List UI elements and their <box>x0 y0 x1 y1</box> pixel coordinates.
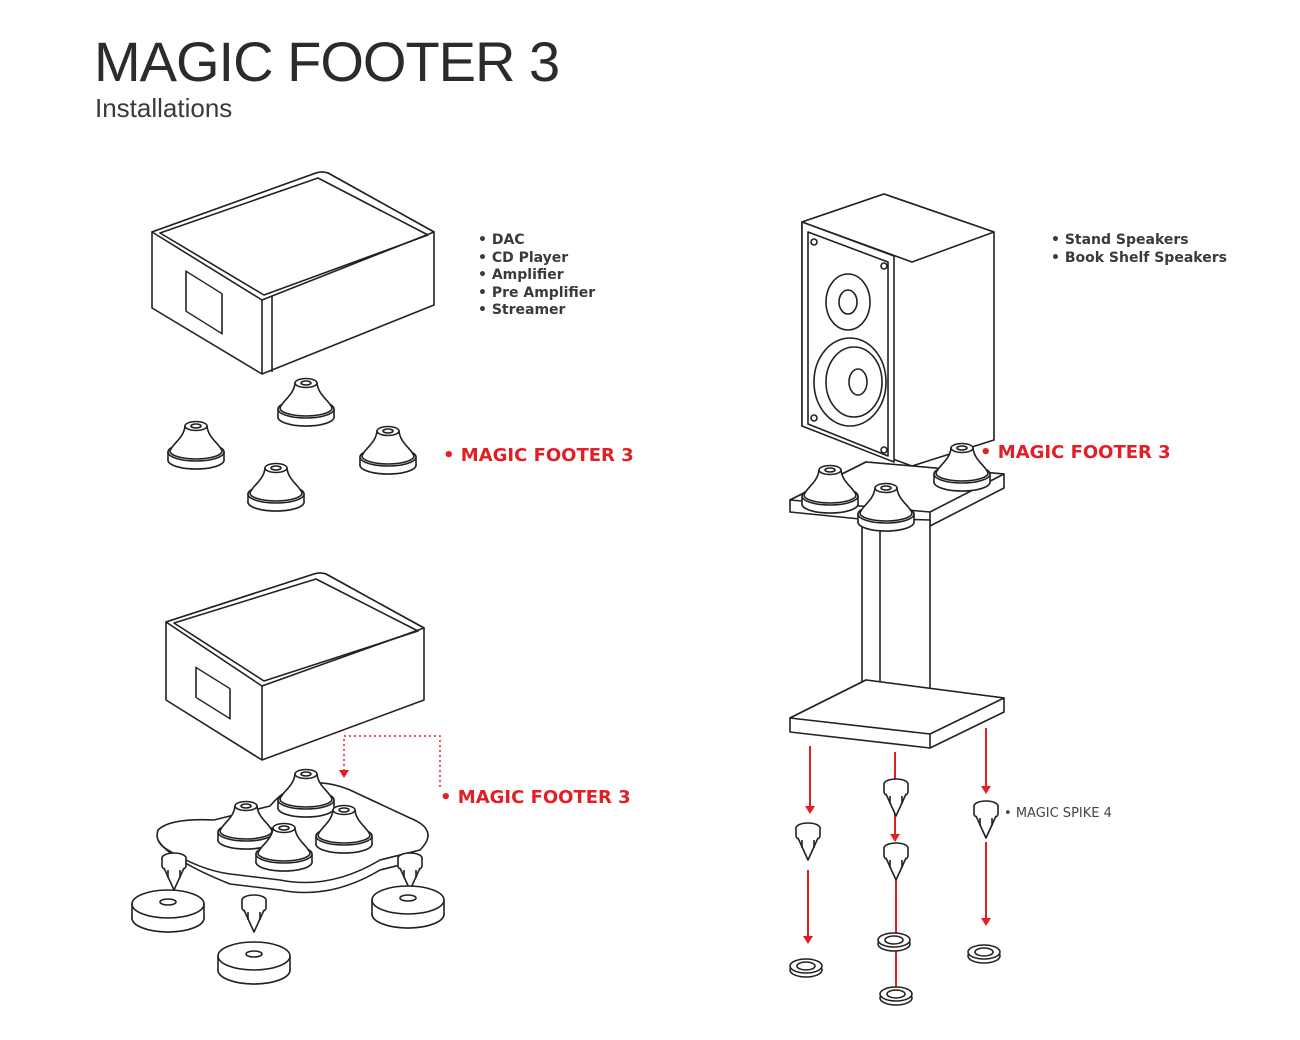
magic-footer-label-bottom: MAGIC FOOTER 3 <box>440 787 631 808</box>
platform-footer-2 <box>277 768 335 818</box>
speaker-list: Stand Speakers Book Shelf Speakers <box>1051 232 1227 267</box>
spike-disc-1 <box>789 958 823 978</box>
page-title: MAGIC FOOTER 3 <box>94 30 560 93</box>
device-item-amplifier: Amplifier <box>478 267 595 285</box>
spike-disc-4 <box>879 986 913 1006</box>
device-item-dac: DAC <box>478 232 595 250</box>
magic-spike-4 <box>973 800 999 839</box>
device-item-pre-amplifier: Pre Amplifier <box>478 285 595 303</box>
device-box-top <box>151 171 435 375</box>
magic-footer-label-top: MAGIC FOOTER 3 <box>443 445 634 466</box>
magic-spike-label: MAGIC SPIKE 4 <box>1004 806 1112 821</box>
device-box-bottom <box>165 572 425 761</box>
platform-spike-3 <box>241 894 267 933</box>
magic-footer-4 <box>247 462 305 512</box>
platform-spike-1 <box>161 852 187 891</box>
platform-base-3 <box>217 941 291 985</box>
platform-spike-2 <box>397 852 423 891</box>
magic-footer-2 <box>167 420 225 470</box>
bookshelf-speaker <box>801 193 995 467</box>
magic-footer-label-speaker: MAGIC FOOTER 3 <box>980 442 1171 463</box>
spike-disc-3 <box>967 944 1001 964</box>
page-subtitle: Installations <box>95 93 233 123</box>
platform-base-2 <box>371 885 445 929</box>
magic-footer-1 <box>277 377 335 427</box>
device-item-cd-player: CD Player <box>478 250 595 268</box>
speaker-item-bookshelf: Book Shelf Speakers <box>1051 250 1227 268</box>
device-list: DAC CD Player Amplifier Pre Amplifier St… <box>478 232 595 320</box>
speaker-item-stand: Stand Speakers <box>1051 232 1227 250</box>
magic-footer-3 <box>359 425 417 475</box>
spike-disc-2 <box>877 932 911 952</box>
device-item-streamer: Streamer <box>478 302 595 320</box>
platform-base-1 <box>131 889 205 933</box>
magic-spike-1 <box>795 822 821 861</box>
magic-spike-2 <box>883 778 909 817</box>
magic-spike-3 <box>883 842 909 881</box>
